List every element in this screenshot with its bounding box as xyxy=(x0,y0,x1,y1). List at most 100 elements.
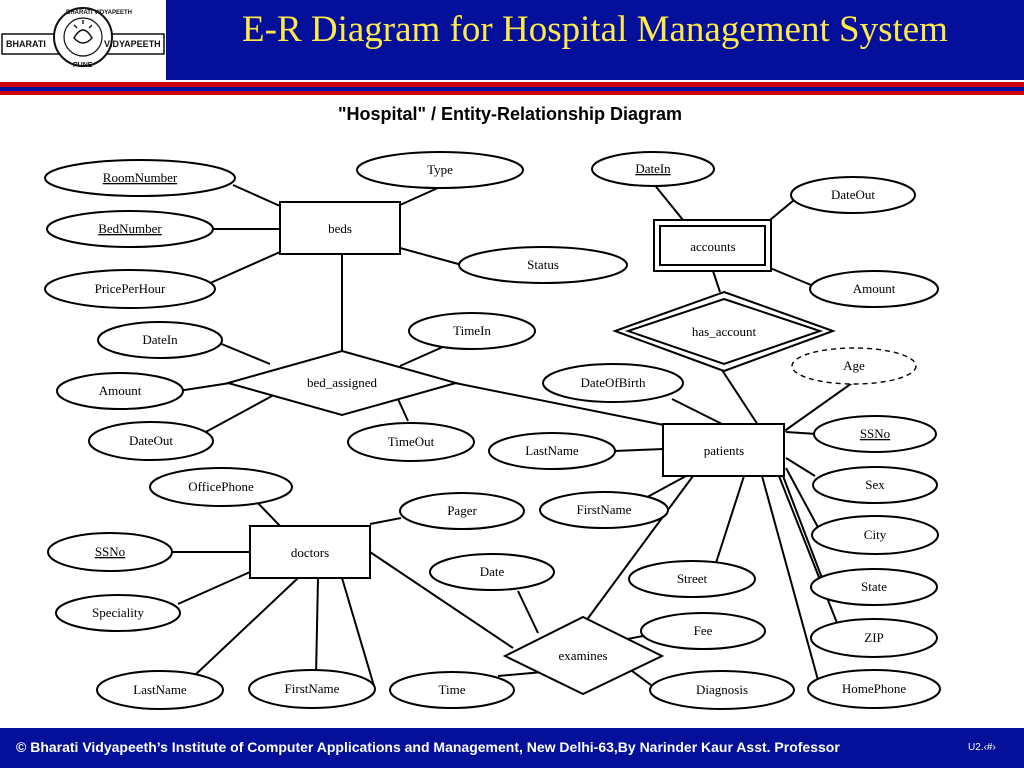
logo-right-text: VIDYAPEETH xyxy=(104,39,161,49)
attr-age-label: Age xyxy=(843,358,865,373)
attr-ba-time-in-label: TimeIn xyxy=(453,323,491,338)
attr-state: State xyxy=(810,568,938,606)
stripe-red-2 xyxy=(0,91,1024,95)
attr-exam-time-label: Time xyxy=(439,682,466,697)
attr-sex-label: Sex xyxy=(865,477,885,492)
has-account-label: has_account xyxy=(692,324,757,339)
attr-doctor-last-name-label: LastName xyxy=(133,682,187,697)
attr-zip-label: ZIP xyxy=(864,630,884,645)
attr-office-phone: OfficePhone xyxy=(149,467,293,507)
logo-arc-text: BHARATI VIDYAPEETH xyxy=(66,10,133,16)
header-bar xyxy=(0,0,1024,80)
attr-zip: ZIP xyxy=(810,618,938,658)
attr-street: Street xyxy=(628,560,756,598)
examines-label: examines xyxy=(558,648,607,663)
attr-diagnosis-label: Diagnosis xyxy=(696,682,748,697)
attr-date-of-birth-label: DateOfBirth xyxy=(581,375,646,390)
attr-sex: Sex xyxy=(812,466,938,504)
attr-office-phone-label: OfficePhone xyxy=(188,479,254,494)
attr-accounts-date-out-label: DateOut xyxy=(831,187,875,202)
stripe-blue xyxy=(0,87,1024,91)
attr-ba-time-out: TimeOut xyxy=(347,422,475,462)
attr-bed-number: BedNumber xyxy=(46,210,214,248)
attr-bed-number-label: BedNumber xyxy=(98,221,162,236)
attr-accounts-date-in-label: DateIn xyxy=(635,161,671,176)
institution-logo: BHARATI VIDYAPEETH BHARATI VIDYAPEETH PU… xyxy=(0,0,166,80)
attr-accounts-amount: Amount xyxy=(809,270,939,308)
attr-patient-first-name: FirstName xyxy=(539,491,669,529)
stripe-red xyxy=(0,82,1024,87)
attr-doctor-first-name: FirstName xyxy=(248,669,376,709)
attr-fee-label: Fee xyxy=(694,623,713,638)
diagram-title: "Hospital" / Entity-Relationship Diagram xyxy=(337,104,683,124)
attr-home-phone-label: HomePhone xyxy=(842,681,907,696)
attr-price-per-hour: PricePerHour xyxy=(44,269,216,309)
entity-accounts: accounts xyxy=(653,219,772,272)
attributes: RoomNumber BedNumber PricePerHour Type S… xyxy=(44,151,941,710)
footer-bar: © Bharati Vidyapeeth’s Institute of Comp… xyxy=(0,728,1024,768)
logo-bottom-text: PUNE xyxy=(73,62,93,69)
attr-speciality: Speciality xyxy=(55,594,181,632)
attr-ba-amount-label: Amount xyxy=(99,383,142,398)
attr-beds-status-label: Status xyxy=(527,257,559,272)
attr-fee: Fee xyxy=(640,612,766,650)
relationship-has-account: has_account xyxy=(612,290,836,373)
attr-street-label: Street xyxy=(677,571,708,586)
attr-pager: Pager xyxy=(399,492,525,530)
er-diagram: beds accounts patients doctors has_accou… xyxy=(44,151,941,710)
attr-accounts-amount-label: Amount xyxy=(853,281,896,296)
attr-ba-time-out-label: TimeOut xyxy=(388,434,435,449)
entity-patients-label: patients xyxy=(704,443,744,458)
attr-beds-type-label: Type xyxy=(427,162,453,177)
attr-patient-ssno: SSNo xyxy=(813,415,937,453)
attr-exam-date: Date xyxy=(429,553,555,591)
relationship-examines: examines xyxy=(502,615,665,696)
attr-ba-date-in: DateIn xyxy=(97,321,223,359)
entity-doctors: doctors xyxy=(249,525,371,579)
attr-ba-date-in-label: DateIn xyxy=(142,332,178,347)
attr-ba-amount: Amount xyxy=(56,372,184,410)
connector-lines xyxy=(170,182,870,687)
attr-ba-date-out: DateOut xyxy=(88,421,214,461)
slide-title: E-R Diagram for Hospital Management Syst… xyxy=(242,9,948,50)
slide-number: U2.‹#› xyxy=(968,742,996,753)
attr-room-number-label: RoomNumber xyxy=(103,170,178,185)
attr-doctor-ssno: SSNo xyxy=(47,532,173,572)
attr-doctor-ssno-label: SSNo xyxy=(95,544,125,559)
entity-accounts-label: accounts xyxy=(690,239,735,254)
attr-pager-label: Pager xyxy=(447,503,477,518)
attr-city-label: City xyxy=(864,527,887,542)
attr-doctor-last-name: LastName xyxy=(96,670,224,710)
attr-accounts-date-in: DateIn xyxy=(591,151,715,187)
attr-patient-first-name-label: FirstName xyxy=(577,502,632,517)
attr-price-per-hour-label: PricePerHour xyxy=(95,281,166,296)
attr-diagnosis: Diagnosis xyxy=(649,670,795,710)
attr-beds-status: Status xyxy=(458,246,628,284)
attr-doctor-first-name-label: FirstName xyxy=(285,681,340,696)
attr-accounts-date-out: DateOut xyxy=(790,176,916,214)
bed-assigned-label: bed_assigned xyxy=(307,375,378,390)
attr-city: City xyxy=(811,515,939,555)
logo-left-text: BHARATI xyxy=(6,39,46,49)
attr-patient-last-name: LastName xyxy=(488,432,616,470)
entity-beds: beds xyxy=(279,201,401,255)
entity-patients: patients xyxy=(662,423,785,477)
footer-credit: © Bharati Vidyapeeth’s Institute of Comp… xyxy=(16,739,840,755)
attr-room-number: RoomNumber xyxy=(44,159,236,197)
entity-beds-label: beds xyxy=(328,221,352,236)
attr-home-phone: HomePhone xyxy=(807,669,941,709)
logo-emblem-icon xyxy=(1,7,165,67)
attr-beds-type: Type xyxy=(356,151,524,189)
attr-ba-date-out-label: DateOut xyxy=(129,433,173,448)
attr-exam-time: Time xyxy=(389,671,515,709)
entity-doctors-label: doctors xyxy=(291,545,329,560)
attr-age: Age xyxy=(791,347,917,385)
attr-speciality-label: Speciality xyxy=(92,605,144,620)
attr-patient-ssno-label: SSNo xyxy=(860,426,890,441)
relationship-bed-assigned: bed_assigned xyxy=(224,349,460,417)
attr-exam-date-label: Date xyxy=(480,564,505,579)
attr-patient-last-name-label: LastName xyxy=(525,443,579,458)
attr-ba-time-in: TimeIn xyxy=(408,312,536,350)
attr-state-label: State xyxy=(861,579,887,594)
attr-date-of-birth: DateOfBirth xyxy=(542,363,684,403)
